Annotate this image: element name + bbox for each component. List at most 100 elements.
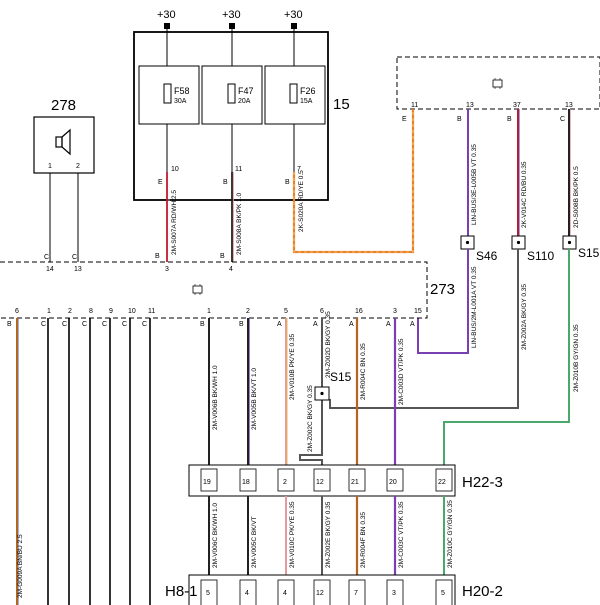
wire-z010b: 2M-Z010B GY/GN 0.35 <box>443 249 580 465</box>
module-pin: 13 <box>74 266 82 273</box>
wire-z002c: 2M-Z002C BK/GY 0.35 <box>299 385 323 465</box>
module-pin: 6 <box>15 308 19 315</box>
wire-lin-bus-bottom: LIN-BUS/2M-L001A VT 0.35 <box>417 249 478 354</box>
wire-v010b: 2M-V010B PK/YE 0.35 <box>285 318 296 465</box>
module-pin: 4 <box>229 266 233 273</box>
splice-label: S15 <box>578 246 600 260</box>
terminal-letter: B <box>155 253 160 260</box>
module-pin: 14 <box>46 266 54 273</box>
module-pin: 13 <box>466 102 474 109</box>
speaker-id: 278 <box>51 97 76 114</box>
module-pin: 8 <box>89 308 93 315</box>
fuse-f47: F47 20A <box>201 65 263 125</box>
module-pin: 15 <box>414 308 422 315</box>
splice-s15-right: S15 <box>562 235 600 260</box>
fuse-name: F58 <box>174 86 190 96</box>
wire-label: 2M-Z002A BK/GY 0.35 <box>521 284 528 350</box>
wire-f26: 2K-S020A RD/YE 0.5 <box>292 109 415 254</box>
wire-f47: 2M-S008A BK/PK 1.0 <box>231 172 243 262</box>
wire-label: 2M-G009A BN/BU 2.5 <box>17 534 24 598</box>
connector-pin: 20 <box>389 479 397 486</box>
fuse-f26: F26 15A <box>264 65 326 125</box>
wire-v005c: 2M-V005C BK/VT <box>247 496 258 575</box>
terminal-letter: C <box>82 321 87 328</box>
terminal-letter: C <box>72 254 77 261</box>
module-pin: 2 <box>68 308 72 315</box>
terminal-letter: B <box>239 321 244 328</box>
splice-s46: S46 <box>460 235 498 263</box>
terminal-letter: C <box>41 321 46 328</box>
module-pin: 3 <box>165 266 169 273</box>
terminal-letter: B <box>507 116 512 123</box>
speaker-278: 278 1 2 C C <box>33 97 95 262</box>
module-pin: 37 <box>513 102 521 109</box>
wire-label: 2M-V005B BK/VT 1.0 <box>251 368 258 430</box>
module-pin: 6 <box>320 308 324 315</box>
fuse-name: F47 <box>238 86 254 96</box>
wire-label: LIN-BUS/2M-L001A VT 0.35 <box>471 266 478 348</box>
connector-pin: 5 <box>206 590 210 597</box>
module-pin: 1 <box>207 308 211 315</box>
speaker-pin: 2 <box>76 163 80 170</box>
module-pin: 3 <box>393 308 397 315</box>
wire-label: 2M-V010B PK/YE 0.35 <box>289 333 296 400</box>
terminal-letter: B <box>220 253 225 260</box>
fuse-pin: 11 <box>235 166 242 173</box>
speaker-icon <box>55 128 71 156</box>
terminal-letter: C <box>142 321 147 328</box>
fuse-rating: 20A <box>238 98 251 105</box>
wire-label: 2M-C003D VT/PK 0.35 <box>398 338 405 405</box>
module-273-bottom-wires: 2M-G009A BN/BU 2.5 <box>16 318 151 605</box>
module-pin: 9 <box>109 308 113 315</box>
connector-h22-3: 19 18 2 12 21 20 22 H22-3 <box>188 464 503 497</box>
fuse-rating: 15A <box>300 98 313 105</box>
wire-z002a: 2M-Z002A BK/GY 0.35 <box>329 249 528 409</box>
wire-label: 2M-R004C BN 0.35 <box>360 343 367 400</box>
terminal-letter: B <box>200 321 205 328</box>
wire-z010c: 2M-Z010C GY/GN 0.35 <box>443 496 454 575</box>
power-label: +30 <box>284 9 303 21</box>
connector-pin: 4 <box>245 590 249 597</box>
connector-label: H22-3 <box>462 474 503 491</box>
wire-r004f: 2M-R004F BN 0.35 <box>355 496 367 575</box>
connector-label: H8-1 <box>165 583 198 600</box>
wire-v010c: 2M-V010C PK/YE 0.35 <box>285 496 296 575</box>
power-label: +30 <box>157 9 176 21</box>
terminal-letter: A <box>410 321 415 328</box>
module-pin: 2 <box>246 308 250 315</box>
wire-label: 2M-C003C VT/PK 0.35 <box>398 501 405 568</box>
module-pin: 11 <box>148 308 155 315</box>
wire-label: 2M-Z002E BK/GY 0.35 <box>325 501 332 568</box>
terminal-letter: C <box>102 321 107 328</box>
fuse-name: F26 <box>300 86 316 96</box>
wire-z002e: 2M-Z002E BK/GY 0.35 <box>321 496 332 575</box>
connector-pin: 12 <box>316 479 324 486</box>
connector-pin: 21 <box>351 479 359 486</box>
fuse-pin: 10 <box>171 166 179 173</box>
module-pin: 16 <box>355 308 363 315</box>
wire-v006c: 2M-V006C BK/WH 1.0 <box>208 496 219 575</box>
wire-label: 2M-V005C BK/VT <box>251 516 258 568</box>
terminal-letter: C <box>122 321 127 328</box>
connector-pin: 5 <box>441 590 445 597</box>
module-pin: 5 <box>284 308 288 315</box>
module-pin: 11 <box>411 102 418 109</box>
chip-icon <box>192 284 203 295</box>
splice-label: S110 <box>527 249 554 263</box>
fuse-f58: F58 30A <box>138 65 200 125</box>
module-273: 273 14 13 3 4 B B 6 1 2 8 9 10 11 1 2 5 … <box>0 253 455 328</box>
wire-lin-bus-top: LIN-BUS/3E-L005B VT 0.35 <box>467 109 478 236</box>
terminal-letter: B <box>457 116 462 123</box>
connector-pin: 12 <box>316 590 324 597</box>
connector-pin: 18 <box>242 479 250 486</box>
module-id: 273 <box>430 281 455 298</box>
terminal-letter: B <box>7 321 12 328</box>
module-pin: 1 <box>47 308 51 315</box>
connector-h20-2: 5 4 4 12 7 3 5 H8-1 H20-2 <box>165 574 503 605</box>
wire-label: 2M-V010C PK/YE 0.35 <box>289 501 296 568</box>
splice-label: S15 <box>330 370 352 384</box>
wire-label: 2M-S007A RD/WH 2.5 <box>171 190 178 255</box>
module-pin: 13 <box>565 102 573 109</box>
terminal-letter: A <box>313 321 318 328</box>
